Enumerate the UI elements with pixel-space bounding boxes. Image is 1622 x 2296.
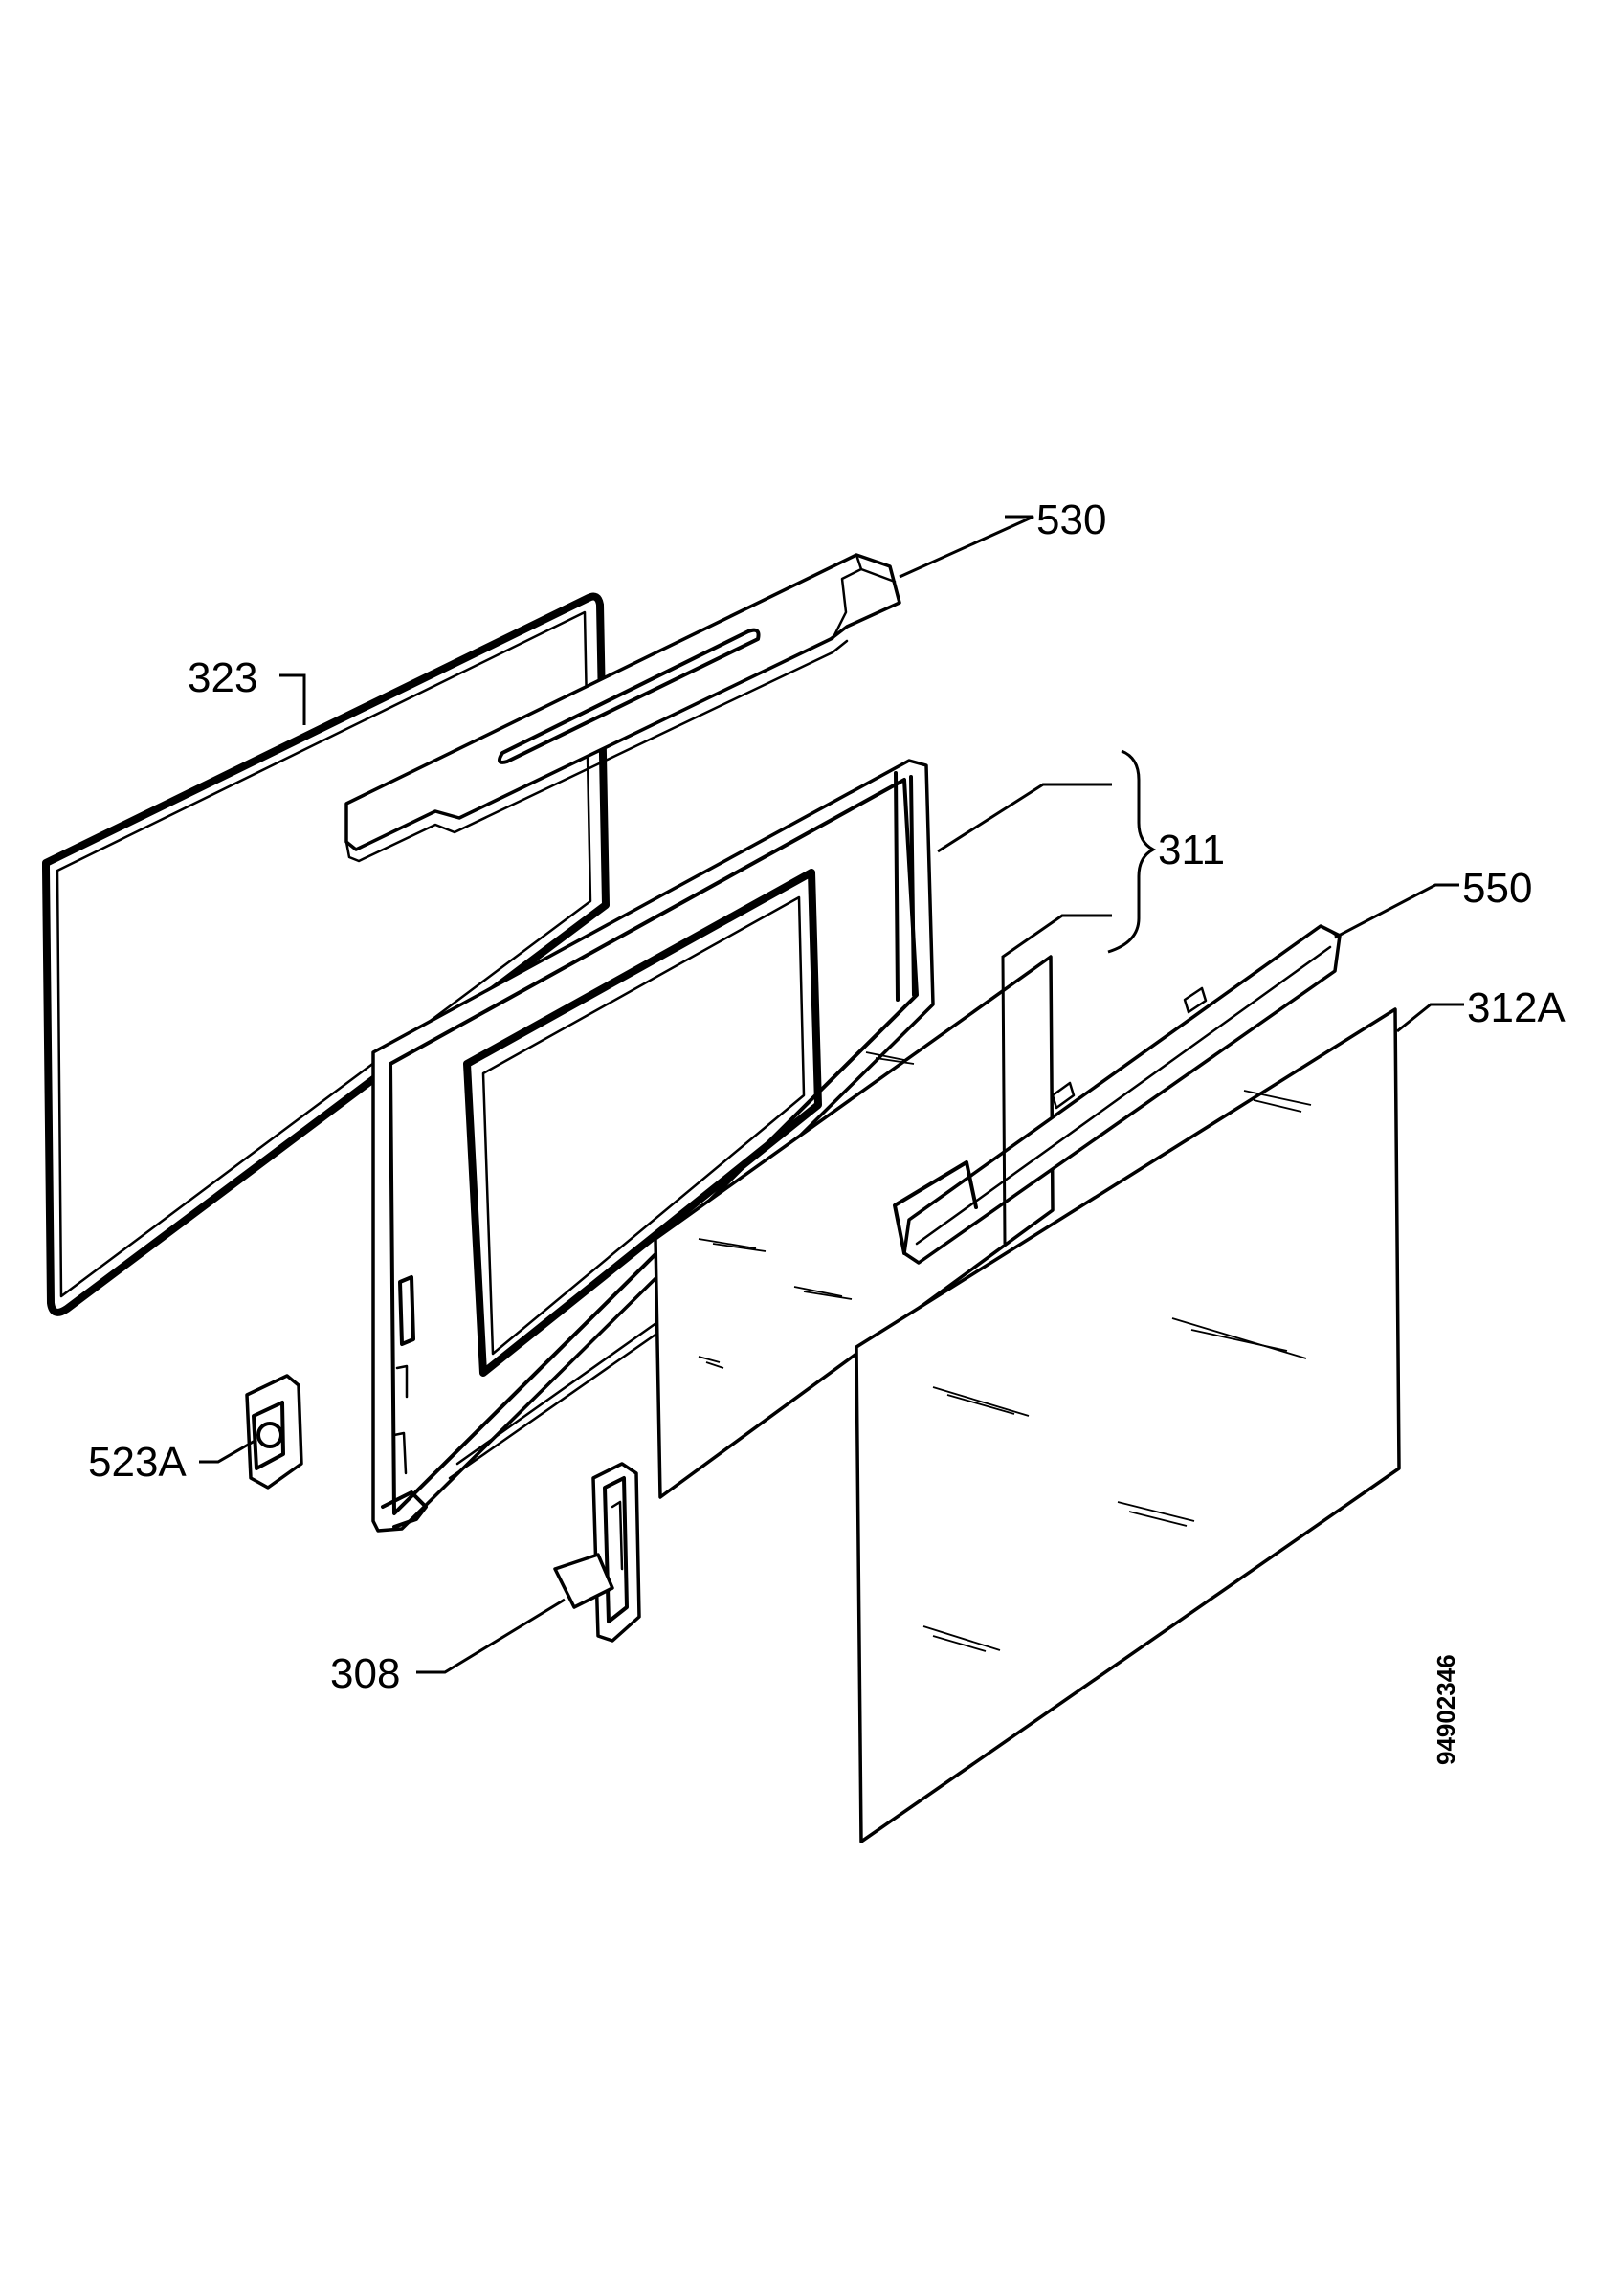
leader-530 — [899, 515, 1034, 579]
leader-lines — [199, 515, 1464, 1674]
top-trim-bar-530 — [344, 553, 901, 863]
leader-550 — [1334, 883, 1459, 939]
door-seal-gasket-323 — [42, 592, 610, 1316]
inner-door-frame-311 — [371, 759, 935, 1533]
part-label-550: 550 — [1462, 865, 1532, 912]
door-hinge-308 — [553, 1462, 641, 1643]
leader-523a — [199, 1438, 257, 1464]
part-label-311: 311 — [1158, 827, 1225, 873]
leader-311-lower — [1001, 914, 1112, 1245]
part-label-312a: 312A — [1467, 984, 1566, 1031]
leader-323 — [279, 673, 306, 725]
inner-glass-panel-311 — [654, 955, 1055, 1499]
drawing-number: 94902346 — [1432, 1654, 1460, 1765]
leader-311-upper — [937, 783, 1112, 853]
leader-312a — [1396, 1003, 1464, 1033]
brace-311 — [1107, 749, 1157, 954]
part-label-323: 323 — [188, 654, 257, 701]
part-label-308: 308 — [330, 1650, 400, 1697]
outer-glass-panel-312a — [855, 1007, 1401, 1843]
door-latch-clip-523a — [245, 1374, 303, 1490]
part-label-523a: 523A — [88, 1439, 187, 1486]
leader-308 — [416, 1598, 566, 1674]
part-label-530: 530 — [1036, 497, 1106, 543]
